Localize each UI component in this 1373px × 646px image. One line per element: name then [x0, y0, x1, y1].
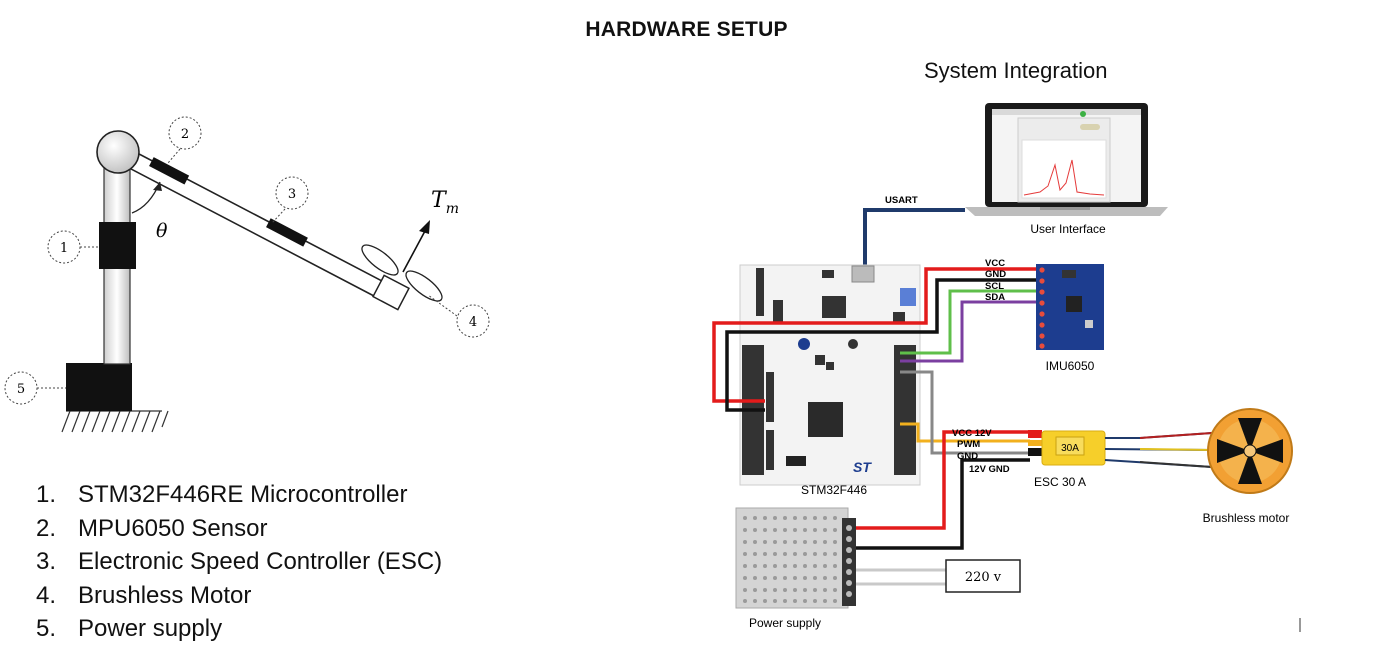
motor-wire-c2 [1140, 462, 1212, 467]
esc-pin-gnd: GND [957, 451, 978, 462]
imu-pin-scl: SCL [985, 281, 1004, 292]
callout-5: 5 [5, 372, 66, 404]
imu-pin-vcc: VCC [985, 258, 1005, 269]
esc-gnd-label: 12V GND [969, 464, 1010, 475]
brushless-motor [1208, 409, 1292, 493]
usart-cable [865, 210, 965, 268]
microcontroller-block [99, 222, 136, 269]
list-item: 2.MPU6050 Sensor [36, 512, 442, 546]
callout-3: 3 [272, 177, 308, 223]
motor-label: Brushless motor [1203, 511, 1290, 525]
svg-text:5: 5 [17, 382, 25, 397]
callout-1: 1 [48, 231, 99, 263]
imu6050-board [1036, 264, 1104, 350]
esc-pin-vcc: VCC 12V [952, 428, 992, 439]
power-supply-unit [736, 508, 856, 608]
thrust-arrow [403, 231, 425, 272]
svg-text:4: 4 [469, 315, 477, 330]
system-integration-title: System Integration [924, 58, 1107, 84]
laptop-user-interface [965, 103, 1168, 216]
ground-hatch [62, 411, 168, 432]
list-item: 3.Electronic Speed Controller (ESC) [36, 545, 442, 579]
angle-arc [132, 182, 160, 213]
imu-label: IMU6050 [1046, 359, 1095, 373]
list-item: 1.STM32F446RE Microcontroller [36, 478, 442, 512]
motor-wire-b2 [1140, 449, 1212, 450]
esc-pin-pwm: PWM [957, 439, 980, 450]
imu-pin-sda: SDA [985, 292, 1005, 303]
esc-label: ESC 30 A [1034, 475, 1086, 489]
page-title: HARDWARE SETUP [0, 18, 1373, 42]
list-item: 4.Brushless Motor [36, 579, 442, 613]
svg-text:3: 3 [288, 187, 296, 202]
motor-wire-a2 [1140, 433, 1212, 438]
pivot-joint [97, 131, 139, 173]
wiring-diagram: User Interface USART ST STM32F446 VCC GN… [700, 95, 1320, 635]
svg-text:ST: ST [853, 459, 872, 475]
pendulum-mechanism-diagram: θ Tm 1 2 3 4 5 [0, 110, 500, 440]
thrust-label: Tm [431, 188, 459, 217]
list-item: 5.Power supply [36, 612, 442, 646]
imu-pin-gnd: GND [985, 269, 1006, 280]
callout-4: 4 [428, 295, 489, 337]
stm32-board: ST [740, 265, 920, 485]
usart-label: USART [885, 195, 918, 206]
power-supply-label: Power supply [749, 616, 821, 630]
user-interface-label: User Interface [1030, 222, 1106, 236]
esc-rating: 30A [1061, 443, 1079, 454]
power-supply-base [66, 363, 132, 411]
angle-theta-label: θ [156, 220, 168, 242]
callout-2: 2 [168, 117, 201, 163]
parts-list: 1.STM32F446RE Microcontroller 2.MPU6050 … [36, 478, 442, 646]
svg-text:1: 1 [60, 241, 68, 256]
mains-voltage-label: 220 v [965, 570, 1002, 585]
stm32-label: STM32F446 [801, 483, 867, 497]
svg-text:2: 2 [181, 127, 189, 142]
